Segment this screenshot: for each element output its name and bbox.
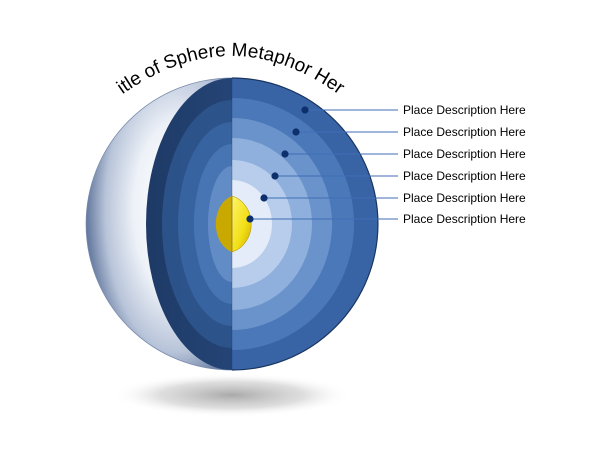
- core: [215, 195, 252, 253]
- callout-dot: [271, 172, 279, 180]
- layer-description-label: Place Description Here: [403, 191, 526, 205]
- layer-description-label: Place Description Here: [403, 103, 526, 117]
- diagram-title-path: Title of Sphere Metaphor Here: [0, 0, 349, 99]
- callout-dot: [260, 194, 268, 202]
- callout-dot: [281, 150, 289, 158]
- callout-dot: [301, 106, 309, 114]
- callout-dot: [246, 215, 254, 223]
- layer-rings: [232, 78, 378, 370]
- ground-shadow: [112, 373, 352, 417]
- section-outline: [231, 77, 379, 371]
- diagram-title: Title of Sphere Metaphor Here: [0, 0, 349, 99]
- layer-description-label: Place Description Here: [403, 125, 526, 139]
- layer-description-label: Place Description Here: [403, 147, 526, 161]
- layer-description-label: Place Description Here: [403, 169, 526, 183]
- layer-description-label: Place Description Here: [403, 212, 526, 226]
- callout-dot: [292, 128, 300, 136]
- left-cut-face: [146, 78, 232, 370]
